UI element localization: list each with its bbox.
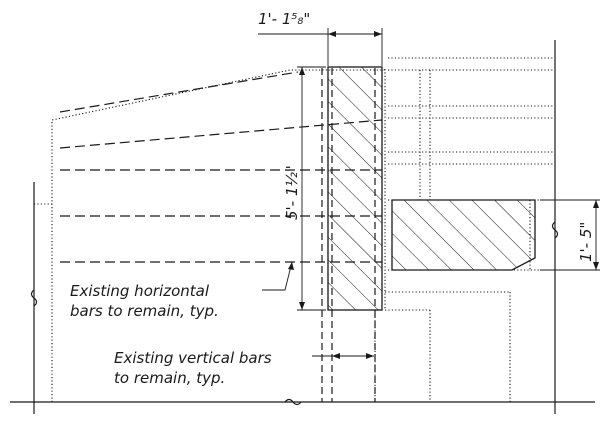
note-vertical-bars: Existing vertical bars to remain, typ. bbox=[114, 349, 374, 387]
note-horizontal-line2: bars to remain, typ. bbox=[70, 302, 219, 320]
note-vertical-line1: Existing vertical bars bbox=[114, 349, 272, 367]
note-horizontal-line1: Existing horizontal bbox=[70, 282, 210, 300]
break-symbols bbox=[30, 221, 559, 406]
note-horizontal-bars: Existing horizontal bars to remain, typ. bbox=[70, 261, 294, 320]
new-concrete-wall bbox=[327, 66, 383, 311]
new-concrete-slab bbox=[391, 199, 536, 271]
slab-depth-label: 1'- 5" bbox=[577, 222, 595, 262]
note-vertical-line2: to remain, typ. bbox=[114, 369, 225, 387]
top-width-label: 1'- 1⁵₈" bbox=[258, 10, 310, 28]
wall-height-label: 5'- 1½" bbox=[283, 165, 301, 220]
dimension-wall-height: 5'- 1½" bbox=[283, 66, 326, 311]
existing-horizontal-bars bbox=[59, 71, 383, 263]
dimension-top-width: 1'- 1⁵₈" bbox=[258, 10, 383, 66]
dimension-slab-depth: 1'- 5" bbox=[540, 199, 600, 271]
